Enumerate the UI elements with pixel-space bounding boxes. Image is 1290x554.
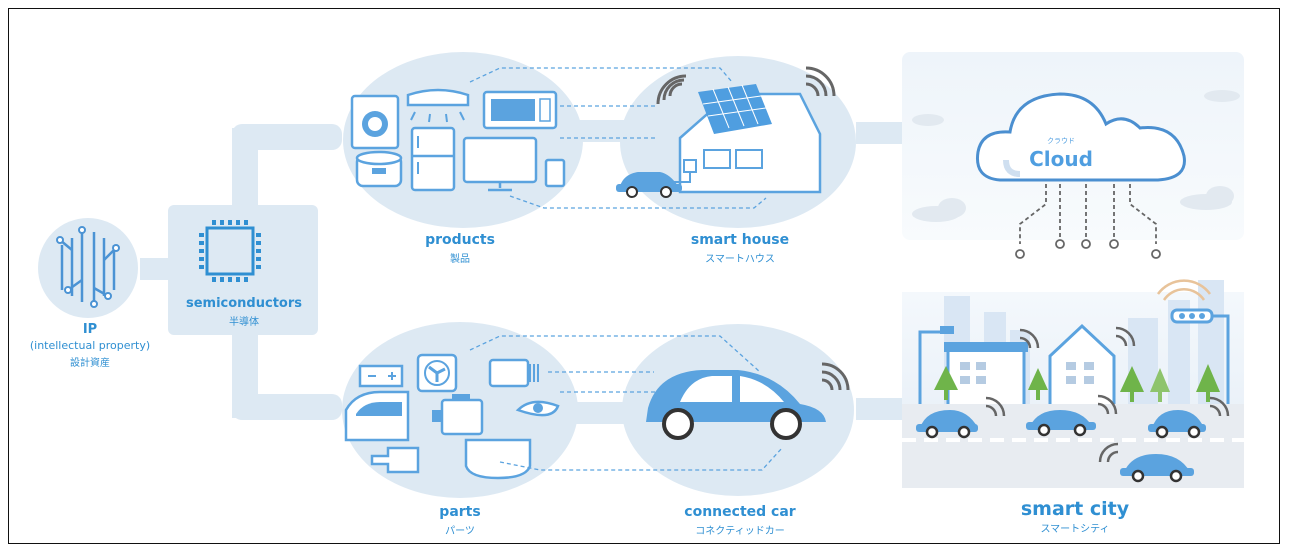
cloud-ja: クラウド <box>1047 137 1075 145</box>
ip-label: IP (intellectual property) 設計資産 <box>20 322 160 371</box>
connected-car-ja: コネクティッドカー <box>695 526 785 537</box>
products-ja: 製品 <box>450 254 470 265</box>
products-group <box>343 52 583 228</box>
ip-ja: 設計資産 <box>70 358 110 369</box>
smart-city-title: smart city <box>1020 498 1130 520</box>
cloud-title: Cloud <box>1029 147 1093 171</box>
connected-car-label: connected car コネクティッドカー <box>650 504 830 537</box>
products-title: products <box>425 232 495 248</box>
smart-city-label: smart city スマートシティ <box>990 498 1160 535</box>
parts-title: parts <box>439 504 481 520</box>
parts-group <box>342 322 578 498</box>
ip-title: IP <box>82 322 98 337</box>
smart-house-ja: スマートハウス <box>705 254 775 265</box>
semiconductors-ja: 半導体 <box>229 317 259 328</box>
connected-car-group <box>622 324 854 496</box>
parts-label: parts パーツ <box>390 504 530 537</box>
semiconductor-chip-icon <box>168 205 318 335</box>
ip-circuit-icon <box>38 218 138 318</box>
semiconductors-label: semiconductors 半導体 <box>170 296 318 328</box>
products-label: products 製品 <box>390 232 530 265</box>
ip-subtitle: (intellectual property) <box>29 339 151 352</box>
products-house-links <box>469 67 767 209</box>
smart-house-group <box>616 56 856 228</box>
smart-city-ja: スマートシティ <box>1040 524 1110 535</box>
smart-city-panel <box>902 279 1244 488</box>
smart-house-label: smart house スマートハウス <box>660 232 820 265</box>
smart-house-title: smart house <box>690 232 790 248</box>
connected-car-title: connected car <box>684 504 796 520</box>
cloud-panel <box>902 52 1244 259</box>
parts-car-links <box>469 335 783 471</box>
parts-ja: パーツ <box>445 526 475 537</box>
cloud-label: クラウド Cloud <box>1016 136 1106 171</box>
semiconductors-title: semiconductors <box>185 296 302 311</box>
